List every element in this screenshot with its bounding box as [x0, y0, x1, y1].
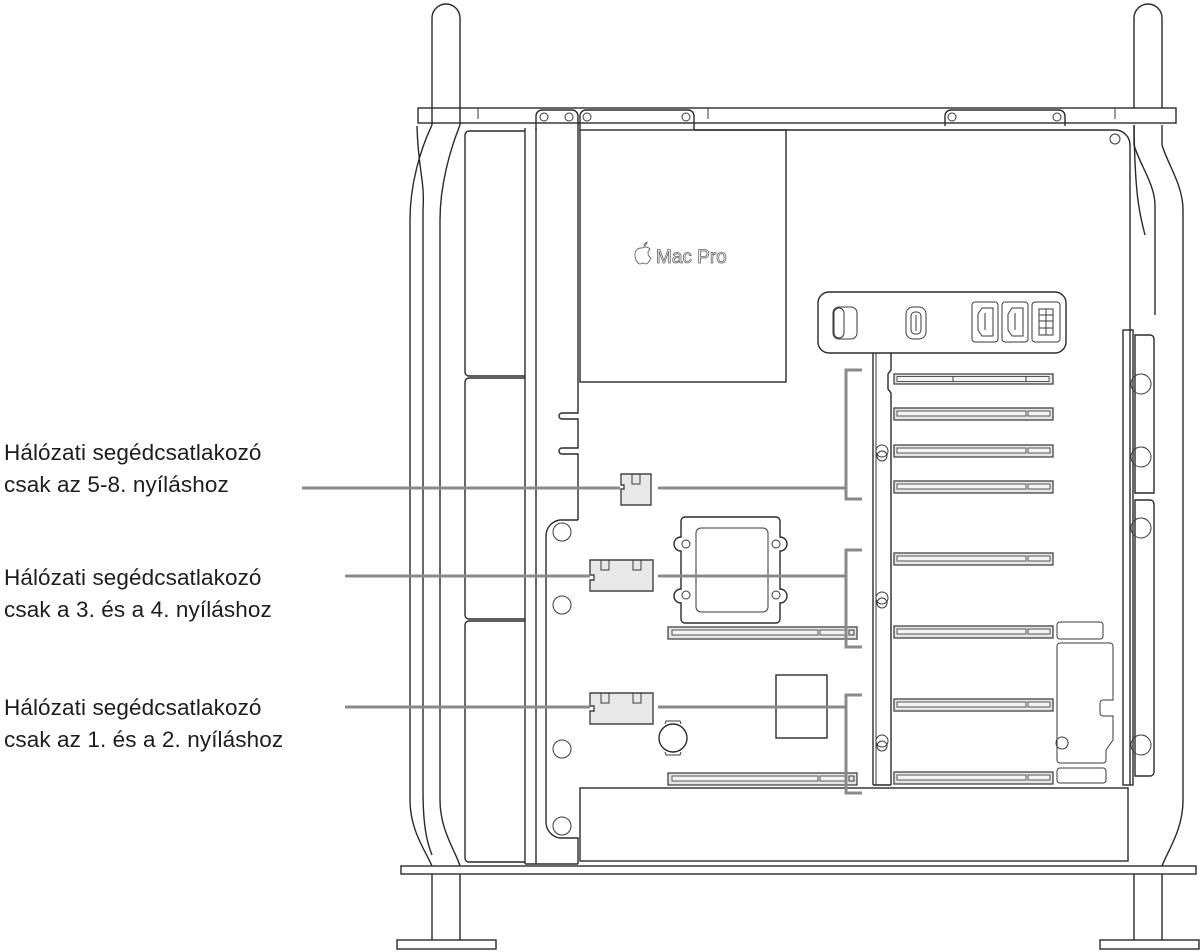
pcie-slot-5	[893, 480, 1054, 494]
callout-label-slots-1-2: Hálózati segédcsatlakozó csak az 1. és a…	[4, 692, 283, 756]
hdmi-port-icon	[1001, 301, 1029, 343]
hdmi-port-icon	[971, 301, 999, 343]
pcie-slot-6	[893, 444, 1054, 458]
bottom-rail	[400, 865, 1197, 875]
pcie-slot-8	[893, 373, 1054, 385]
callout-line-2: csak a 3. és a 4. nyíláshoz	[4, 597, 272, 622]
callout-line-1: Hálózati segédcsatlakozó	[4, 440, 262, 465]
aux-power-connector-slots-3-4	[589, 559, 654, 592]
leader-line-slots-5-8	[302, 368, 862, 501]
pcie-bracket-strip	[872, 353, 892, 786]
io-card	[817, 291, 1067, 354]
usb-c-port-icon	[905, 306, 927, 340]
aux-power-connector-slots-5-8	[620, 473, 652, 506]
cpu-socket	[673, 516, 788, 624]
logic-board	[694, 129, 1131, 785]
right-components	[1055, 329, 1155, 786]
power-supply: Mac Pro	[579, 129, 787, 383]
pcie-slot-1	[893, 771, 1054, 785]
left-frame-handle	[396, 3, 497, 950]
callout-line-2: csak az 1. és a 2. nyíláshoz	[4, 727, 284, 752]
callout-label-slots-3-4: Hálózati segédcsatlakozó csak a 3. és a …	[4, 562, 272, 626]
memory-slots	[667, 626, 858, 786]
callout-line-1: Hálózati segédcsatlakozó	[4, 695, 262, 720]
pcie-slots	[893, 373, 1054, 785]
left-bay-panels	[464, 128, 537, 864]
pcie-slot-3	[893, 625, 1054, 639]
callout-label-slots-5-8: Hálózati segédcsatlakozó csak az 5-8. ny…	[4, 437, 262, 501]
thunderbolt-switch-icon	[832, 306, 858, 340]
pcie-slot-4	[893, 552, 1054, 566]
callout-line-2: csak az 5-8. nyíláshoz	[4, 472, 229, 497]
center-bracket	[525, 130, 579, 865]
aux-power-connector-slots-1-2	[589, 692, 654, 725]
top-rail	[417, 107, 1177, 130]
bottom-cover	[579, 787, 1129, 862]
pcie-slot-7	[893, 407, 1054, 421]
coin-battery	[658, 720, 688, 756]
pcie-slot-2	[893, 698, 1054, 712]
callout-line-1: Hálózati segédcsatlakozó	[4, 565, 262, 590]
right-frame-handle	[1099, 3, 1200, 950]
power-connector-icon	[1031, 301, 1061, 343]
leader-line-slots-3-4	[345, 548, 862, 649]
mac-pro-brand-label: Mac Pro	[656, 247, 727, 268]
leader-line-slots-1-2	[345, 693, 862, 795]
apple-logo-icon	[634, 241, 652, 265]
